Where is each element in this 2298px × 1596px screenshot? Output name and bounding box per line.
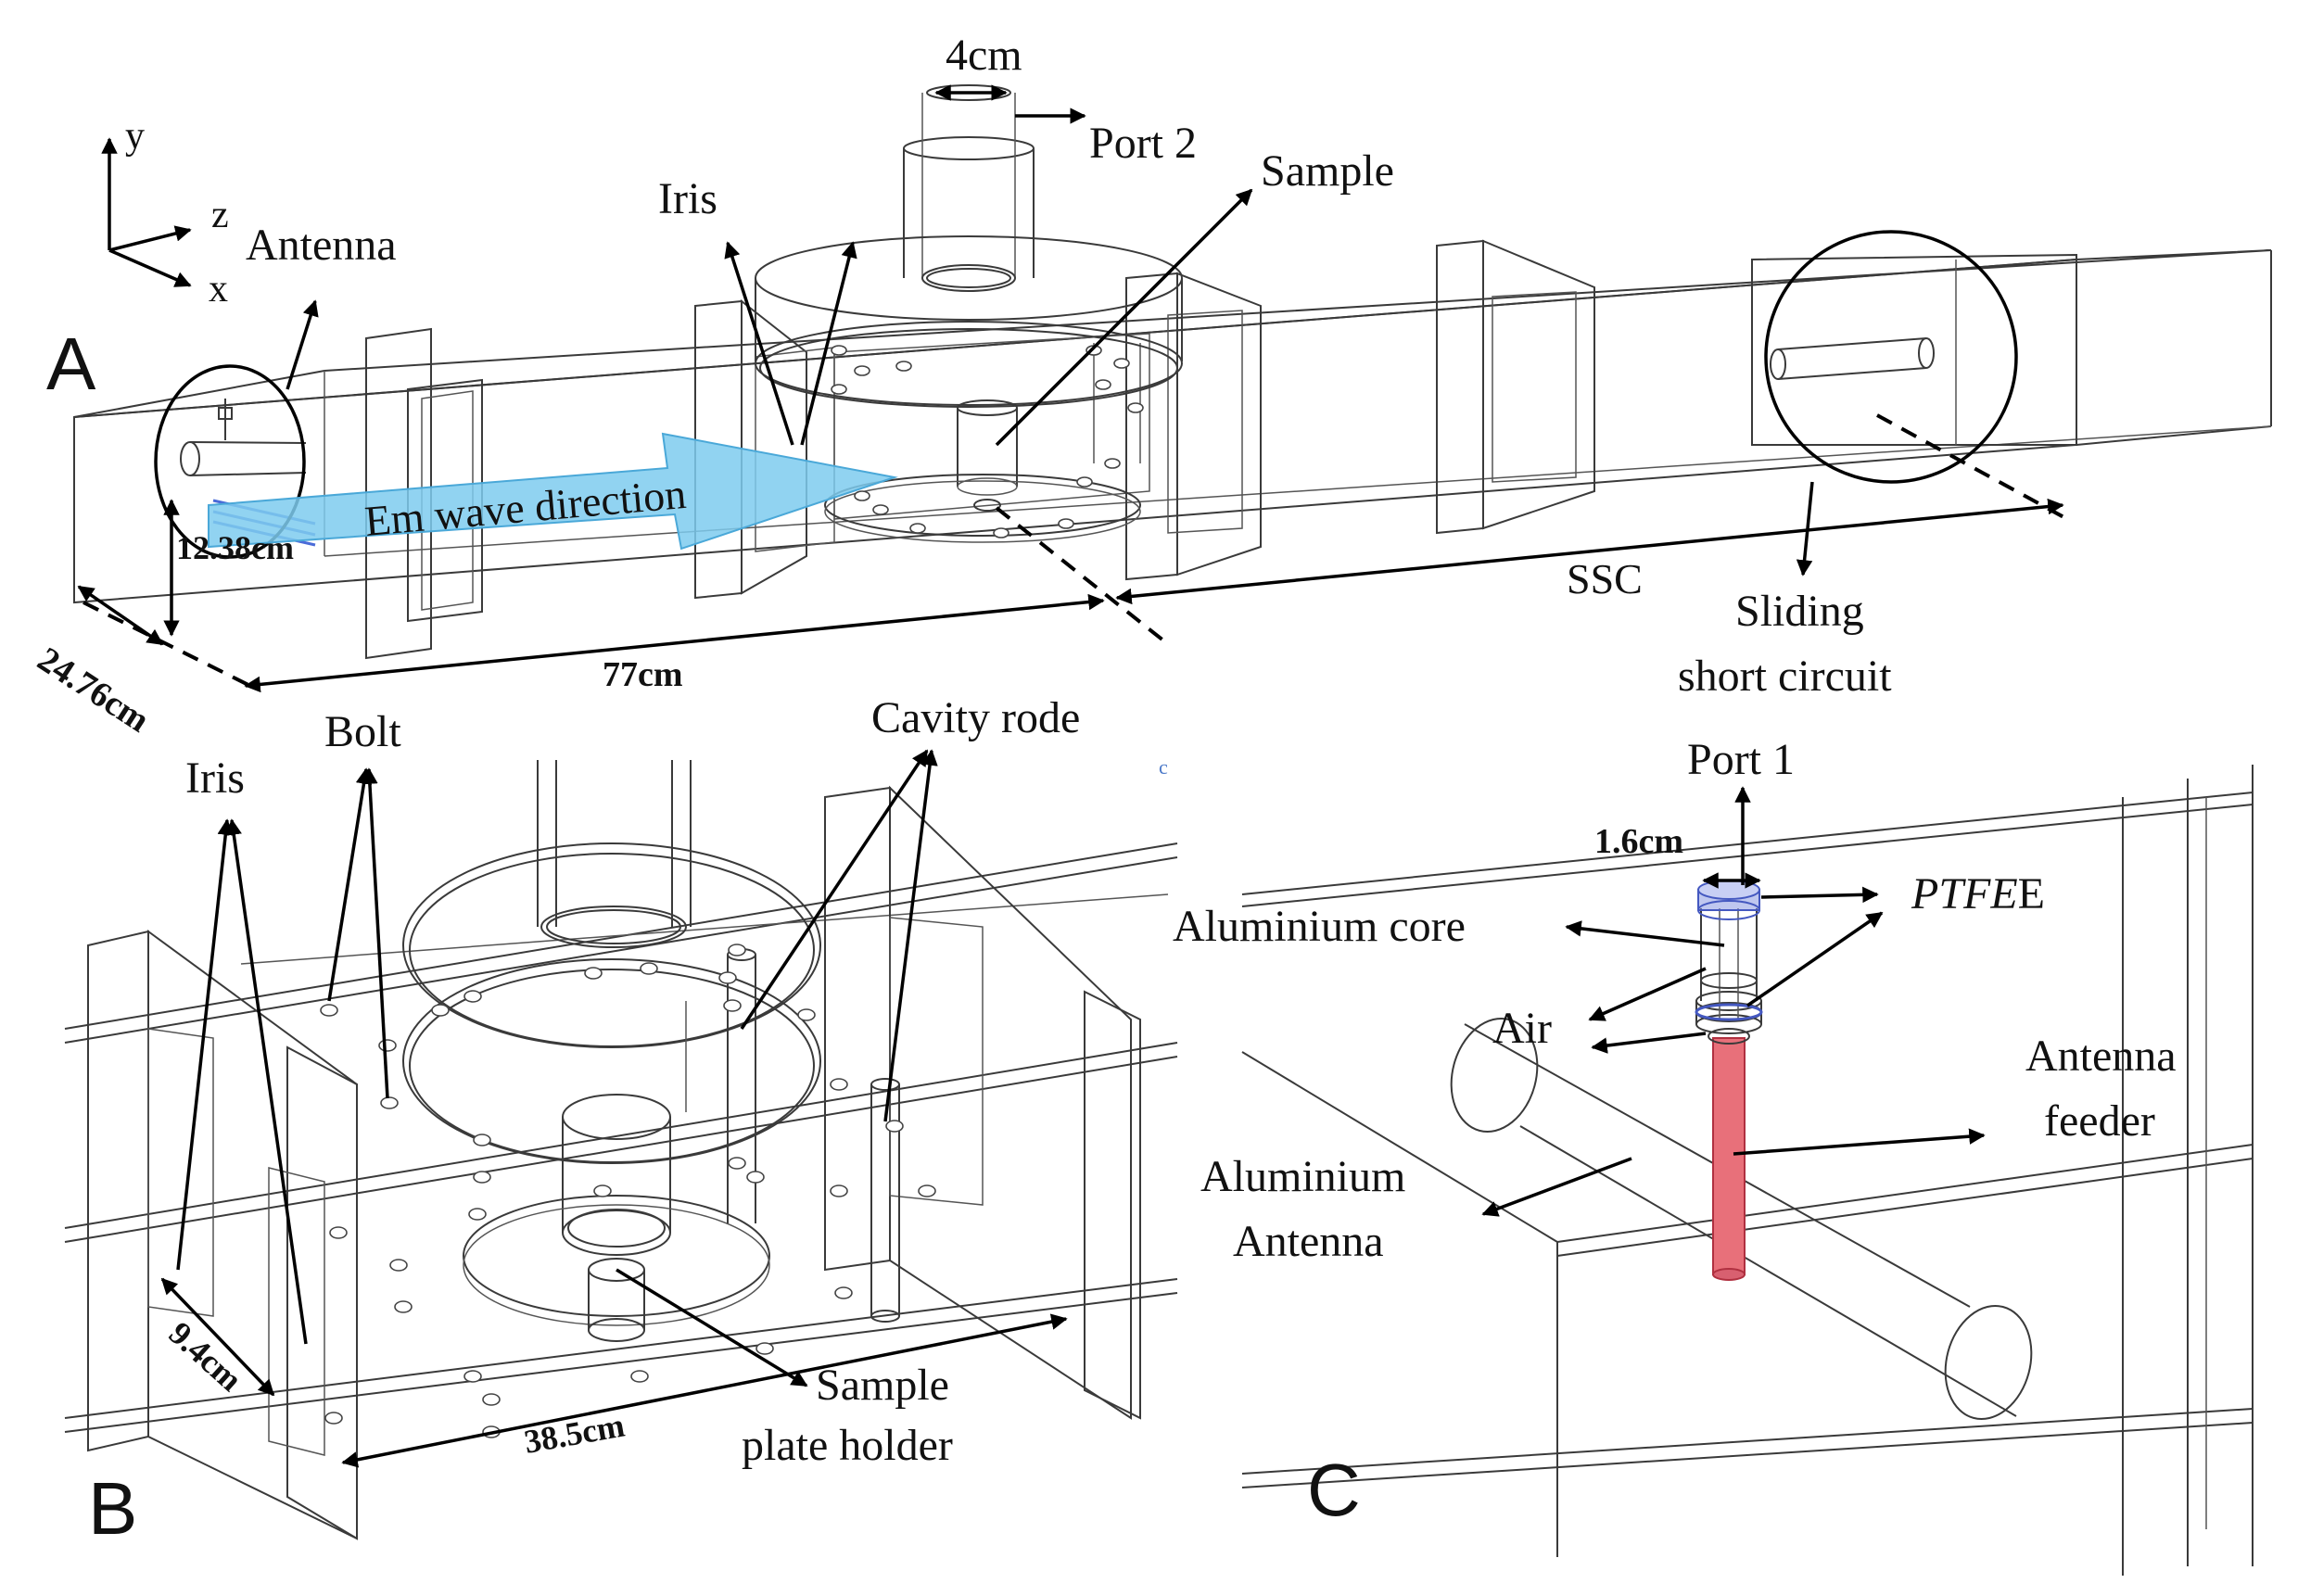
axis-z-label: z [211,194,229,236]
aluminium-antenna-label-1: Aluminium [1200,1152,1405,1201]
antenna-feeder-label-2: feeder [2044,1096,2155,1146]
dim-width-dash [83,601,251,688]
port2-width-label: 4cm [946,31,1022,80]
antenna-probe [1695,880,1763,1281]
dim-length-label: 77cm [603,655,683,694]
axis-y-label: y [125,115,145,158]
panel-b: B Iris Bolt Cavity rode c 9.4cm 38.5cm S… [64,693,1178,1550]
dim-iris-b-line [160,1277,275,1397]
ptfe-pointer-1 [1760,886,1879,904]
cavity-b [402,842,821,1164]
cavity-rode-pointer-2 [883,749,938,1122]
iris-b-left [87,930,358,1540]
iris-a-label: Iris [658,174,717,223]
panel-b-letter: B [88,1467,137,1550]
sample-b-label-2: plate holder [742,1421,953,1470]
ssc-dash [1876,413,2068,521]
sample-b-pointer [616,1268,808,1387]
antenna-highlight-circle [154,364,306,559]
cavity-rode-pointer-1 [740,749,929,1030]
bolt-pointer-2 [362,767,389,1099]
iris-b-pointer-2 [225,818,308,1345]
panel-a-letter: A [46,323,96,405]
stray-mark: c [1159,755,1168,779]
cavity-section [833,333,1150,520]
dim-length-b-label: 38.5cm [521,1407,627,1461]
iris-a-pointer-2 [800,241,857,446]
iris-b-label: Iris [185,754,245,803]
aluminium-antenna-pointer [1481,1157,1632,1217]
bolts-a [831,345,1144,538]
ptfe-label-italic: PTFE [1911,869,2018,918]
port2-label: Port 2 [1089,119,1197,168]
sample-a-label: Sample [1261,146,1394,196]
panel-a: Em wave direction y z x A Antenna Iris 4… [31,31,2272,741]
bolt-label: Bolt [324,707,401,756]
antenna-pointer [286,299,319,390]
dim-length-b-line [341,1313,1068,1468]
sliding-short-pointer [1796,481,1814,576]
sliding-label-2: short circuit [1678,652,1892,701]
ptfe-label-tail: E [2018,869,2045,918]
panel-c-letter: C [1307,1449,1361,1531]
dim-c-label: 1.6cm [1594,822,1683,861]
sample-a [824,399,1141,543]
waveguide-c [1241,765,2254,1576]
antenna-feeder-pointer [1733,1128,1986,1156]
sliding-label-1: Sliding [1735,587,1864,636]
iris-a-pointer-1 [724,241,794,446]
sample-axis-dash [995,506,1170,646]
cavity-rode-label: Cavity rode [871,693,1080,742]
dim-width-line [77,585,164,646]
panel-c: C Port 1 1.6cm PTFEE Aluminium core Air … [1173,735,2254,1576]
port-2-tube [903,84,1035,292]
antenna-feeder-rod [1712,1037,1746,1275]
sliding-short-rod [1770,337,1935,380]
antenna-feeder-label-1: Antenna [2025,1032,2177,1081]
iris-b-right [824,785,1141,1420]
ssc-dim-line [1115,498,2064,605]
sliding-short-highlight-circle [1764,230,2018,484]
sliding-short-box [1751,253,2077,446]
ptfe-pointer-2 [1746,911,1884,1007]
cavity-upper-cylinder [755,235,1183,408]
axis-x-label: x [209,268,228,310]
em-wave-arrow [208,432,898,551]
aluminium-core-label: Aluminium core [1173,902,1466,951]
axis-triad: y z x [101,115,229,310]
air-pointer-2 [1591,1032,1707,1054]
dim-width-label: 24.76cm [31,640,156,740]
aluminium-core-pointer [1565,920,1725,947]
ssc-label: SSC [1567,555,1643,602]
dim-length-line [244,593,1105,693]
sample-a-pointer [995,188,1253,447]
waveguide-b [64,842,1178,1433]
port-tube-b [537,760,692,948]
air-pointer-1 [1588,967,1707,1021]
port1-label: Port 1 [1687,735,1795,784]
antenna-label: Antenna [246,221,397,270]
dim-height-label: 12.38cm [176,529,294,566]
bolt-pointer-1 [327,767,373,1002]
waveguide-body [73,249,2272,604]
ptfe-label: PTFEE [1911,869,2045,918]
sample-b-label-1: Sample [816,1361,949,1410]
aluminium-antenna-label-2: Antenna [1233,1217,1384,1266]
iris-b-pointer-1 [176,818,234,1271]
air-label: Air [1492,1004,1552,1053]
